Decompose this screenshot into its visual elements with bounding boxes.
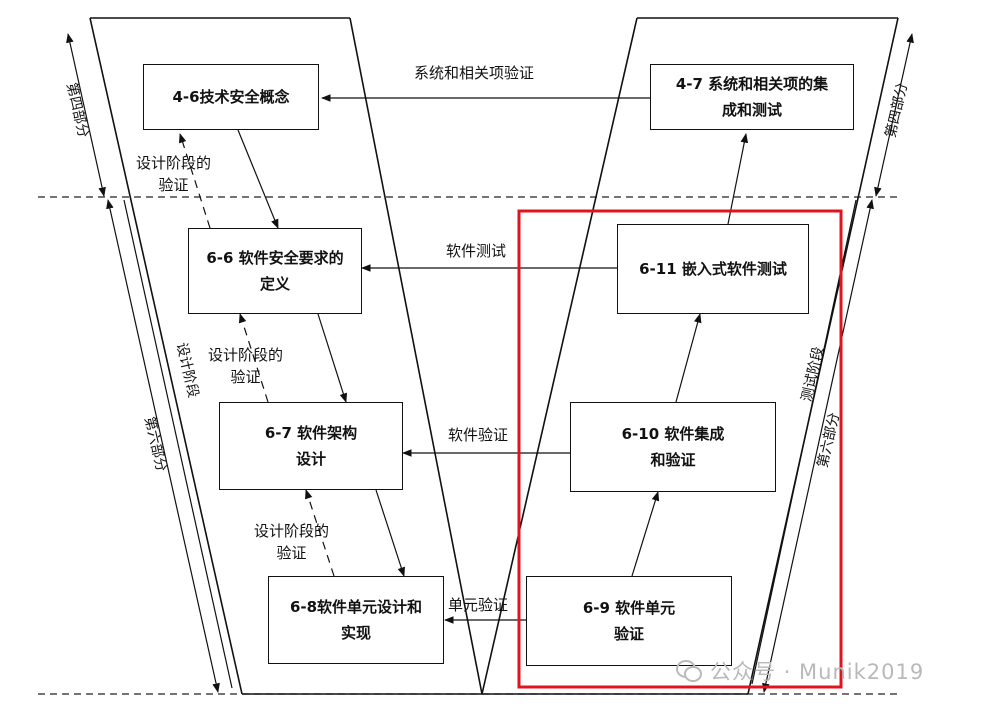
box-4-7-label: 4-7 系统和相关项的集 成和测试	[675, 75, 829, 119]
box-4-6-technical-safety-concept: 4-6技术安全概念	[143, 64, 319, 130]
box-6-11-label: 6-11 嵌入式软件测试	[639, 260, 787, 278]
box-6-6-software-safety-requirements: 6-6 软件安全要求的 定义	[188, 228, 362, 314]
label-software-verification: 软件验证	[448, 426, 509, 444]
arrow-6-10-to-6-11	[675, 313, 702, 403]
left-part6-arrow	[106, 199, 220, 693]
box-6-8-label: 6-8软件单元设计和 实现	[289, 598, 423, 642]
right-test-arrow	[751, 199, 857, 685]
box-6-10-label: 6-10 软件集成 和验证	[621, 425, 725, 469]
dashed-verif-2	[238, 313, 269, 403]
box-6-10-software-integration-verification: 6-10 软件集成 和验证	[570, 402, 776, 492]
box-4-7-system-integration-test: 4-7 系统和相关项的集 成和测试	[650, 64, 854, 130]
left-part4-arrow	[66, 33, 106, 197]
arrow-6-7-to-6-8	[375, 489, 405, 577]
dashed-verif-1	[178, 133, 211, 229]
arrow-6-6-to-6-7	[317, 313, 348, 403]
box-6-7-label: 6-7 软件架构 设计	[264, 424, 358, 468]
box-6-8-software-unit-design: 6-8软件单元设计和 实现	[268, 576, 444, 664]
box-6-11-embedded-software-test: 6-11 嵌入式软件测试	[617, 224, 809, 314]
label-software-test: 软件测试	[446, 242, 507, 260]
box-6-7-software-architecture-design: 6-7 软件架构 设计	[219, 402, 403, 490]
label-design-verification-2: 设计阶段的 验证	[208, 346, 284, 386]
right-part6-arrow	[762, 199, 874, 693]
box-6-6-label: 6-6 软件安全要求的 定义	[206, 249, 344, 293]
label-unit-verification: 单元验证	[448, 596, 509, 614]
arrow-6-9-to-6-10	[631, 491, 660, 577]
chat-bubble-icon	[676, 660, 702, 682]
label-design-verification-3: 设计阶段的 验证	[254, 522, 330, 562]
dashed-verif-3	[305, 489, 335, 577]
highlight-rectangle	[517, 209, 843, 689]
v-left-inner	[349, 17, 483, 695]
v-right-inner	[481, 17, 638, 695]
box-6-9-software-unit-verification: 6-9 软件单元 验证	[526, 576, 732, 666]
box-4-6-label: 4-6技术安全概念	[172, 88, 290, 106]
right-part4-arrow	[874, 33, 914, 197]
left-design-arrow	[123, 199, 233, 689]
box-6-9-label: 6-9 软件单元 验证	[582, 599, 676, 643]
arrow-4-6-to-6-6	[237, 129, 279, 229]
watermark: 公众号 · Munik2019	[676, 656, 924, 686]
label-design-verification-1: 设计阶段的 验证	[136, 154, 212, 194]
arrow-6-11-to-4-7	[727, 133, 749, 225]
label-system-verification: 系统和相关项验证	[414, 64, 535, 82]
watermark-text: 公众号 · Munik2019	[710, 660, 925, 684]
